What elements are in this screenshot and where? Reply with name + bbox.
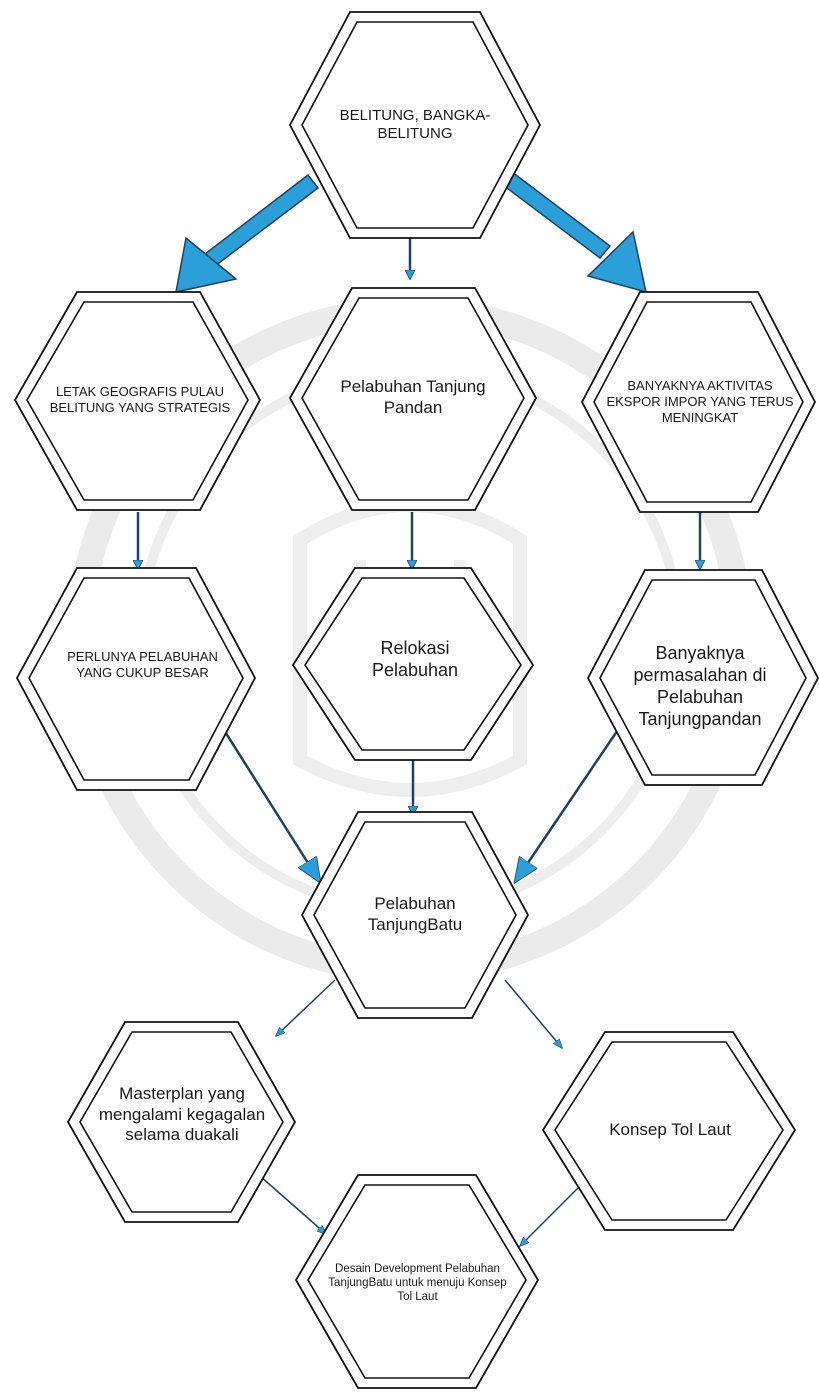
hex-permasalahan bbox=[586, 569, 819, 786]
hex-perlunya bbox=[15, 567, 257, 791]
arrow-tol-laut-to-desain bbox=[520, 1185, 581, 1246]
label-tol-laut: Konsep Tol Laut bbox=[609, 1119, 731, 1139]
label-tanjung-pandan: Pelabuhan Tanjung Pandan bbox=[340, 377, 486, 417]
hex-tanjung-batu bbox=[300, 811, 530, 1019]
arrow-permasalahan-to-batu bbox=[515, 711, 632, 882]
label-ekspor-impor: BANYAKNYA AKTIVITAS EKSPOR IMPOR YANG TE… bbox=[606, 378, 794, 425]
hex-desain bbox=[294, 1174, 540, 1389]
hex-ekspor-impor bbox=[580, 291, 817, 513]
label-relokasi: Relokasi Pelabuhan bbox=[371, 638, 459, 680]
arrow-batu-to-masterplan bbox=[276, 979, 336, 1036]
label-tanjung-batu: Pelabuhan TanjungBatu bbox=[367, 894, 463, 934]
label-perlunya: PERLUNYA PELABUHAN YANG CUKUP BESAR bbox=[67, 649, 218, 680]
hex-masterplan bbox=[66, 1021, 297, 1223]
hex-relokasi bbox=[291, 567, 535, 761]
label-permasalahan: Banyaknya permasalahan di Pelabuhan Tanj… bbox=[633, 643, 767, 729]
arrow-masterplan-to-desain bbox=[259, 1175, 326, 1234]
arrow-top-right bbox=[501, 170, 647, 294]
arrow-batu-to-tol-laut bbox=[504, 979, 562, 1048]
label-geografis: LETAK GEOGRAFIS PULAU BELITUNG YANG STRA… bbox=[49, 384, 231, 415]
hex-tanjung-pandan bbox=[288, 287, 538, 511]
label-belitung: BELITUNG, BANGKA-BELITUNG bbox=[339, 106, 491, 142]
hex-geografis bbox=[13, 291, 262, 511]
hex-tol-laut bbox=[541, 1031, 797, 1231]
hex-belitung bbox=[288, 11, 542, 239]
arrow-top-left bbox=[175, 173, 320, 293]
label-masterplan: Masterplan yang mengalami kegagalan sela… bbox=[98, 1083, 266, 1145]
label-desain: Desain Development Pelabuhan TanjungBatu… bbox=[328, 1262, 507, 1303]
